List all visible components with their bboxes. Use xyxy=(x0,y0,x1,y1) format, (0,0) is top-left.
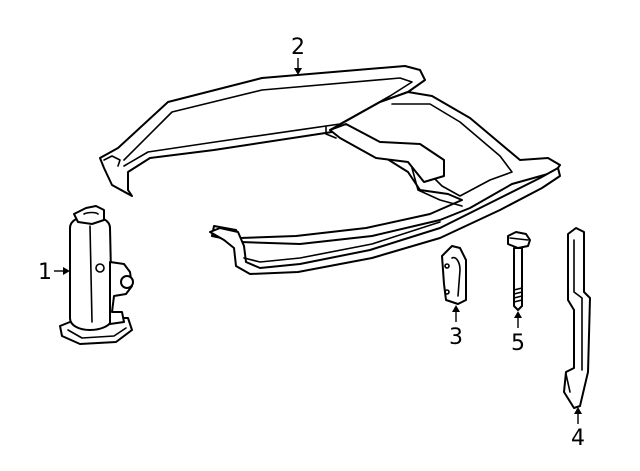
callout-label-bracket: 4 xyxy=(571,426,585,451)
callout-wrench: 3 xyxy=(449,305,463,350)
bottle-jack xyxy=(59,205,134,345)
callout-label-tray: 2 xyxy=(291,35,305,60)
callout-label-bolt: 5 xyxy=(511,331,525,356)
callout-tray: 2 xyxy=(291,35,305,75)
bracket xyxy=(563,227,591,409)
callout-jack: 1 xyxy=(38,260,70,285)
lug-wrench xyxy=(441,245,467,305)
callout-bracket: 4 xyxy=(571,407,585,451)
callout-label-jack: 1 xyxy=(38,260,52,285)
callout-bolt: 5 xyxy=(511,311,525,356)
callout-label-wrench: 3 xyxy=(449,325,463,350)
storage-tray xyxy=(99,65,561,275)
bolt xyxy=(507,231,531,311)
